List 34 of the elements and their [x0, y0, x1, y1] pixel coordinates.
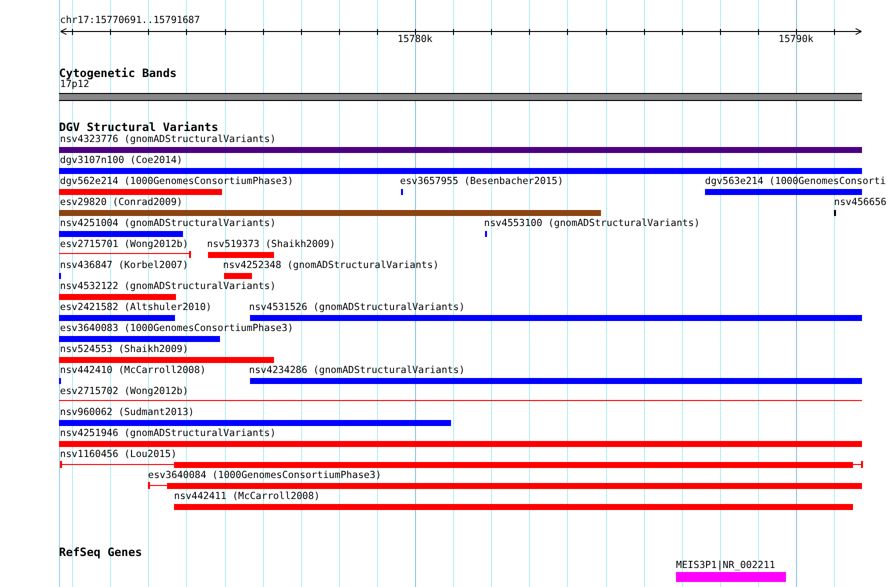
feature-label: nsv1160456 (Lou2015) — [60, 449, 177, 461]
feature-label: esv2715701 (Wong2012b) — [60, 239, 188, 251]
feature-label: nsv456656 — [834, 197, 886, 209]
feature-label: nsv524553 (Shaikh2009) — [60, 344, 188, 356]
feature-label: nsv4234286 (gnomADStructuralVariants) — [249, 365, 465, 377]
track-heading: RefSeq Genes — [59, 546, 142, 559]
feature-label: nsv4251946 (gnomADStructuralVariants) — [60, 428, 276, 440]
coordinate-label: chr17:15770691..15791687 — [60, 15, 200, 27]
feature-label: esv29820 (Conrad2009) — [60, 197, 182, 209]
feature-label: esv2421582 (Altshuler2010) — [60, 302, 212, 314]
feature-label: nsv442411 (McCarroll2008) — [174, 491, 320, 503]
feature-label: nsv519373 (Shaikh2009) — [207, 239, 336, 251]
feature-label: nsv4252348 (gnomADStructuralVariants) — [223, 260, 439, 272]
track-heading: DGV Structural Variants — [59, 121, 218, 134]
tick-label: 15780k — [398, 34, 432, 46]
feature-label: MEIS3P1|NR_002211 — [676, 560, 776, 572]
track-heading: Cytogenetic Bands — [59, 67, 177, 80]
feature-label: esv3640083 (1000GenomesConsortiumPhase3) — [60, 323, 294, 335]
feature-label: nsv4251004 (gnomADStructuralVariants) — [60, 218, 276, 230]
feature-label: nsv4532122 (gnomADStructuralVariants) — [60, 281, 276, 293]
feature-label: esv2715702 (Wong2012b) — [60, 386, 188, 398]
feature-label: nsv4553100 (gnomADStructuralVariants) — [484, 218, 700, 230]
feature-label: esv3640084 (1000GenomesConsortiumPhase3) — [148, 470, 382, 482]
band-label: 17p12 — [60, 79, 90, 91]
feature-label: dgv562e214 (1000GenomesConsortiumPhase3) — [60, 176, 294, 188]
feature-label: nsv960062 (Sudmant2013) — [60, 407, 194, 419]
tick-label: 15790k — [778, 34, 814, 46]
feature-label: nsv442410 (McCarroll2008) — [60, 365, 206, 377]
feature-label: dgv3107n100 (Coe2014) — [60, 155, 182, 167]
feature-label: esv3657955 (Besenbacher2015) — [400, 176, 564, 188]
feature-label: dgv563e214 (1000GenomesConsorti — [705, 176, 886, 188]
feature-label: nsv4323776 (gnomADStructuralVariants) — [60, 134, 276, 146]
feature-label: nsv4531526 (gnomADStructuralVariants) — [249, 302, 465, 314]
feature-label: nsv436847 (Korbel2007) — [60, 260, 188, 272]
